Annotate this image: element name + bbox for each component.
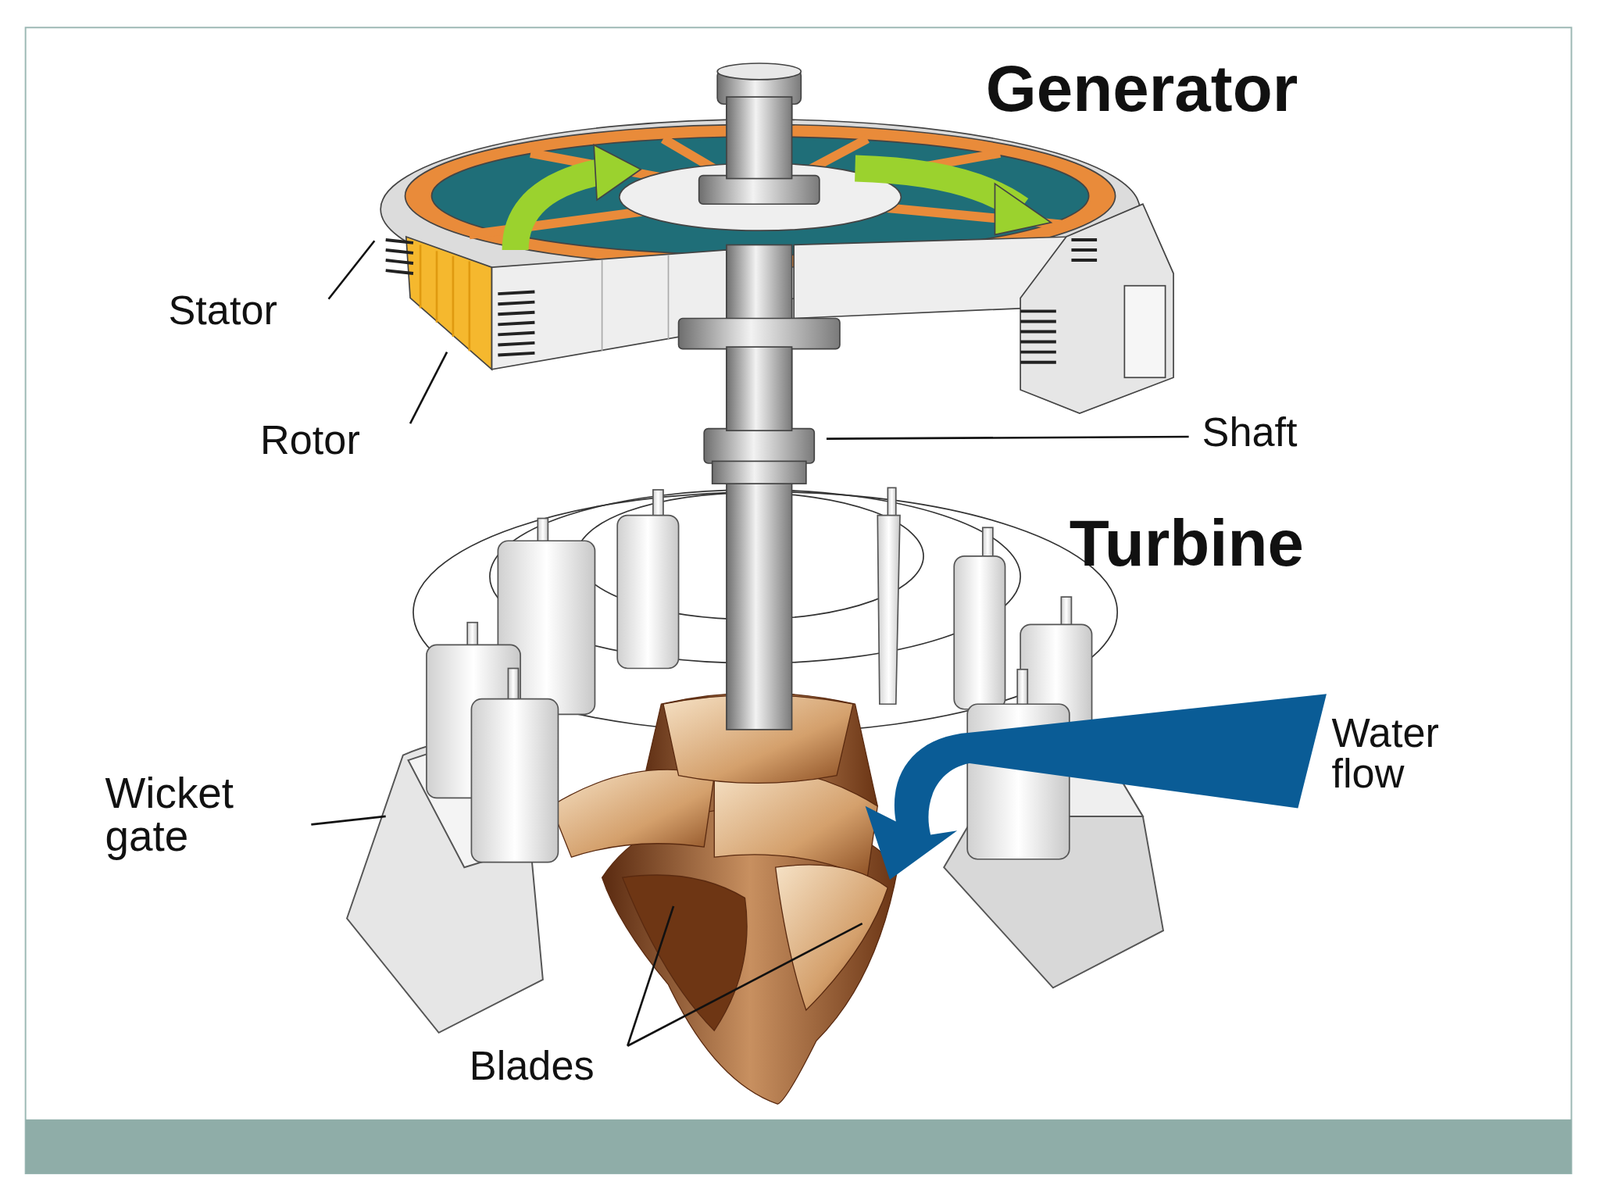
illustration-shape bbox=[877, 515, 900, 705]
illustration-shape bbox=[1020, 340, 1057, 344]
illustration-shape bbox=[385, 260, 414, 264]
illustration-shape bbox=[826, 436, 1190, 440]
illustration-shape bbox=[953, 556, 1005, 710]
illustration-shape bbox=[25, 27, 1572, 1174]
illustration-shape bbox=[627, 923, 862, 1047]
illustration-shape bbox=[328, 240, 375, 299]
illustration-shape bbox=[492, 250, 727, 370]
illustration-shape bbox=[982, 527, 993, 558]
illustration-shape bbox=[714, 769, 878, 878]
illustration-shape bbox=[678, 318, 840, 350]
illustration-shape bbox=[1020, 330, 1057, 334]
illustration-shape bbox=[385, 239, 414, 243]
illustration-shape bbox=[1071, 248, 1097, 252]
illustration-shape bbox=[593, 144, 641, 200]
illustration-shape bbox=[385, 270, 414, 274]
illustration-shape bbox=[699, 175, 820, 205]
illustration-shape bbox=[497, 292, 535, 295]
illustration-shape bbox=[497, 540, 595, 715]
part-label: Water flow bbox=[1331, 712, 1505, 794]
leader-lines bbox=[310, 240, 1189, 1047]
illustration-shape bbox=[471, 699, 558, 863]
illustration-shape bbox=[994, 183, 1051, 235]
illustration-shape bbox=[452, 256, 455, 337]
illustration-shape bbox=[1020, 319, 1057, 323]
part-label: Shaft bbox=[1202, 410, 1366, 452]
illustration-shape bbox=[515, 171, 603, 250]
illustration-shape bbox=[385, 250, 414, 254]
illustration-shape bbox=[601, 260, 604, 351]
illustration-shape bbox=[550, 769, 715, 858]
illustration-shape bbox=[310, 816, 386, 825]
illustration-shape bbox=[406, 236, 493, 370]
illustration-shape bbox=[419, 244, 422, 308]
generator bbox=[380, 96, 1174, 431]
section-heading: Generator bbox=[985, 56, 1436, 122]
illustration-shape bbox=[726, 346, 793, 431]
part-label: Blades bbox=[469, 1044, 664, 1086]
illustration-shape bbox=[497, 342, 535, 346]
illustration-shape bbox=[1071, 238, 1097, 242]
illustration-shape bbox=[1071, 258, 1097, 262]
illustration-shape bbox=[497, 332, 535, 336]
part-label: Rotor bbox=[260, 419, 424, 461]
illustration-shape bbox=[865, 693, 1327, 880]
part-label: Stator bbox=[168, 289, 343, 331]
section-heading: Turbine bbox=[1069, 510, 1417, 576]
illustration-shape bbox=[420, 244, 470, 351]
part-label: Wicket gate bbox=[105, 772, 310, 859]
illustration-shape bbox=[497, 353, 535, 356]
frame bbox=[25, 27, 1572, 1174]
illustration-shape bbox=[385, 239, 536, 356]
illustration-shape bbox=[1020, 360, 1057, 365]
illustration-shape bbox=[1020, 203, 1174, 414]
illustration-shape bbox=[1124, 285, 1165, 379]
illustration-shape bbox=[717, 63, 801, 80]
illustration-shape bbox=[1020, 309, 1057, 313]
illustration-shape bbox=[1017, 669, 1028, 706]
illustration-shape bbox=[667, 255, 670, 340]
water-flow-arrow bbox=[865, 693, 1327, 880]
illustration-shape bbox=[712, 460, 807, 484]
illustration-shape bbox=[497, 302, 535, 305]
illustration-shape bbox=[1020, 239, 1097, 363]
illustration-shape bbox=[25, 1119, 1572, 1174]
illustration-shape bbox=[410, 352, 447, 424]
illustration-shape bbox=[497, 322, 535, 325]
illustration-shape bbox=[775, 864, 889, 1011]
illustration-shape bbox=[497, 312, 535, 315]
illustration-shape bbox=[468, 260, 472, 351]
illustration-shape bbox=[1060, 596, 1072, 628]
turbine-runner bbox=[550, 692, 898, 1104]
illustration-shape bbox=[617, 515, 679, 669]
illustration-shape bbox=[703, 428, 815, 464]
illustration-shape bbox=[726, 96, 793, 179]
illustration-shape bbox=[1020, 350, 1057, 354]
illustration-shape bbox=[887, 487, 896, 518]
illustration-shape bbox=[435, 250, 439, 322]
illustration-shape bbox=[507, 668, 518, 702]
